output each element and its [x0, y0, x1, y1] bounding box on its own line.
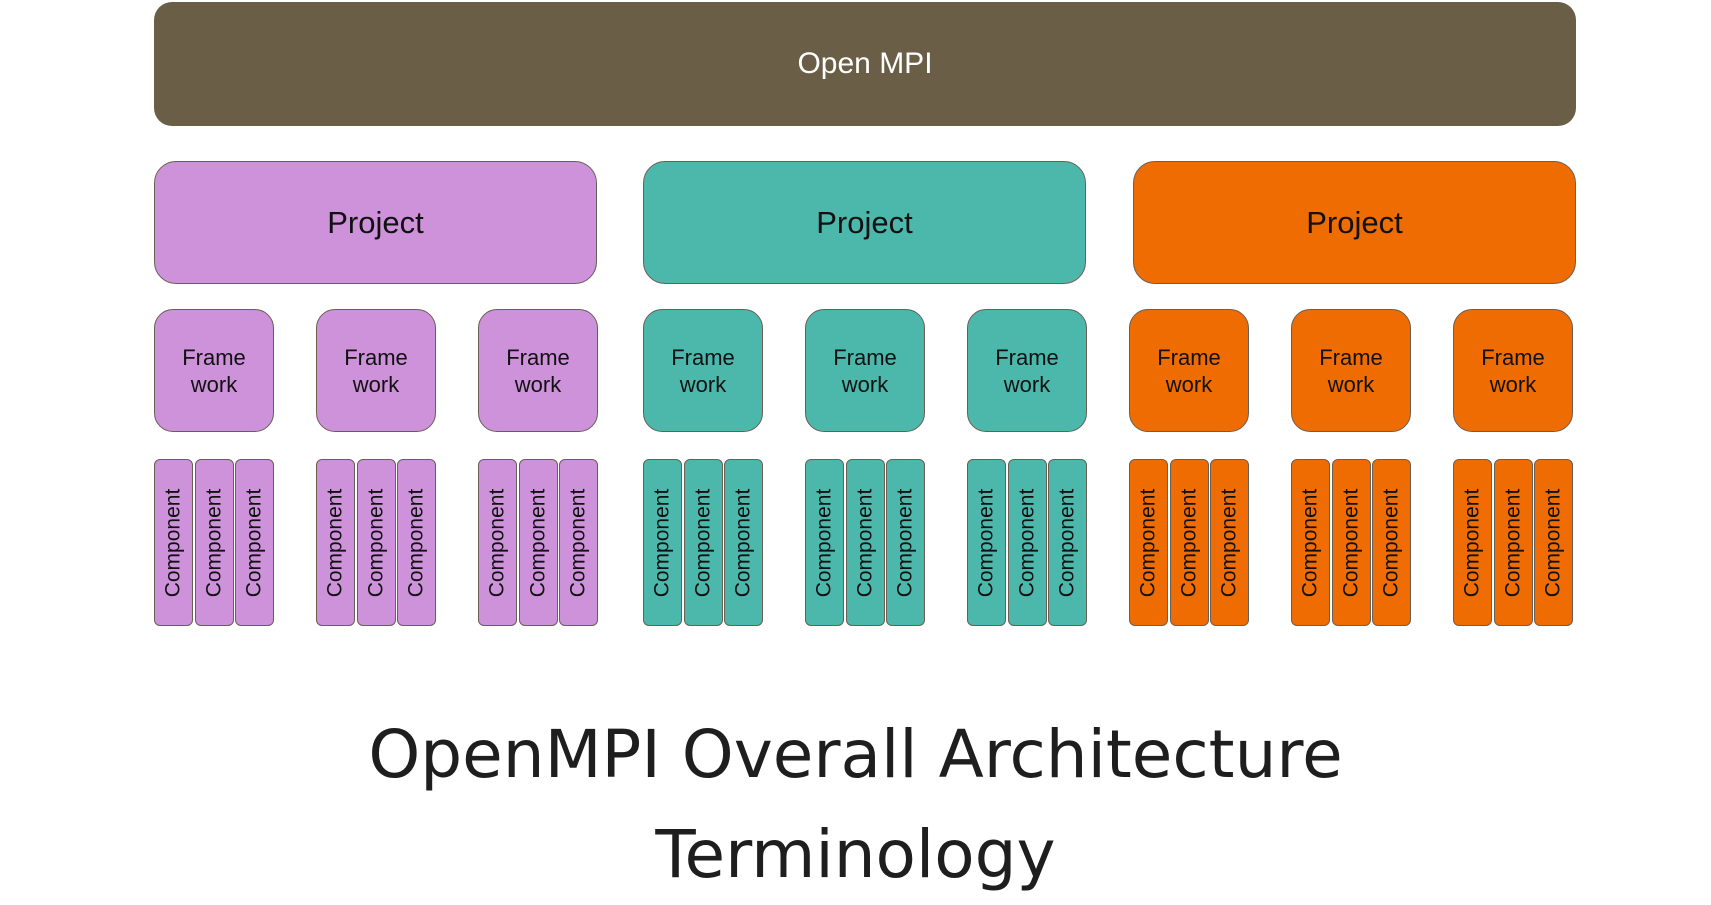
component-block: Component [1494, 459, 1533, 626]
component-block: Component [195, 459, 234, 626]
component-block: Component [1453, 459, 1492, 626]
component-label: Component [731, 488, 755, 597]
project-block: Project [643, 161, 1086, 284]
framework-block: Frame work [1453, 309, 1573, 432]
component-block: Component [1210, 459, 1249, 626]
component-label: Component [1015, 488, 1039, 597]
component-block: Component [1372, 459, 1411, 626]
diagram-caption: OpenMPI Overall Architecture Terminology [0, 705, 1711, 905]
framework-block: Frame work [478, 309, 598, 432]
component-label: Component [364, 488, 388, 597]
component-block: Component [805, 459, 844, 626]
component-label: Component [202, 488, 226, 597]
component-block: Component [886, 459, 925, 626]
component-label: Component [242, 488, 266, 597]
component-block: Component [478, 459, 517, 626]
component-block: Component [724, 459, 763, 626]
component-block: Component [1008, 459, 1047, 626]
component-label: Component [1501, 488, 1525, 597]
open-mpi-block: Open MPI [154, 2, 1576, 126]
component-block: Component [1170, 459, 1209, 626]
framework-block: Frame work [805, 309, 925, 432]
component-label: Component [161, 488, 185, 597]
framework-block: Frame work [1129, 309, 1249, 432]
component-block: Component [559, 459, 598, 626]
component-label: Component [485, 488, 509, 597]
component-block: Component [846, 459, 885, 626]
component-label: Component [1379, 488, 1403, 597]
component-label: Component [1217, 488, 1241, 597]
component-block: Component [1129, 459, 1168, 626]
project-block: Project [1133, 161, 1576, 284]
component-label: Component [893, 488, 917, 597]
component-block: Component [519, 459, 558, 626]
component-label: Component [1460, 488, 1484, 597]
component-block: Component [154, 459, 193, 626]
component-block: Component [357, 459, 396, 626]
component-label: Component [650, 488, 674, 597]
component-block: Component [684, 459, 723, 626]
component-label: Component [1541, 488, 1565, 597]
component-block: Component [1048, 459, 1087, 626]
component-label: Component [323, 488, 347, 597]
framework-block: Frame work [643, 309, 763, 432]
component-block: Component [967, 459, 1006, 626]
component-block: Component [1291, 459, 1330, 626]
component-label: Component [404, 488, 428, 597]
component-label: Component [1339, 488, 1363, 597]
component-label: Component [1298, 488, 1322, 597]
component-block: Component [316, 459, 355, 626]
framework-block: Frame work [967, 309, 1087, 432]
component-label: Component [853, 488, 877, 597]
component-label: Component [526, 488, 550, 597]
project-block: Project [154, 161, 597, 284]
framework-block: Frame work [316, 309, 436, 432]
caption-line-2: Terminology [655, 816, 1056, 893]
component-label: Component [974, 488, 998, 597]
component-label: Component [812, 488, 836, 597]
component-label: Component [566, 488, 590, 597]
component-block: Component [1332, 459, 1371, 626]
framework-block: Frame work [1291, 309, 1411, 432]
component-block: Component [397, 459, 436, 626]
component-label: Component [1055, 488, 1079, 597]
component-label: Component [691, 488, 715, 597]
framework-block: Frame work [154, 309, 274, 432]
component-block: Component [643, 459, 682, 626]
component-label: Component [1136, 488, 1160, 597]
component-block: Component [1534, 459, 1573, 626]
component-label: Component [1177, 488, 1201, 597]
caption-line-1: OpenMPI Overall Architecture [368, 716, 1343, 793]
component-block: Component [235, 459, 274, 626]
